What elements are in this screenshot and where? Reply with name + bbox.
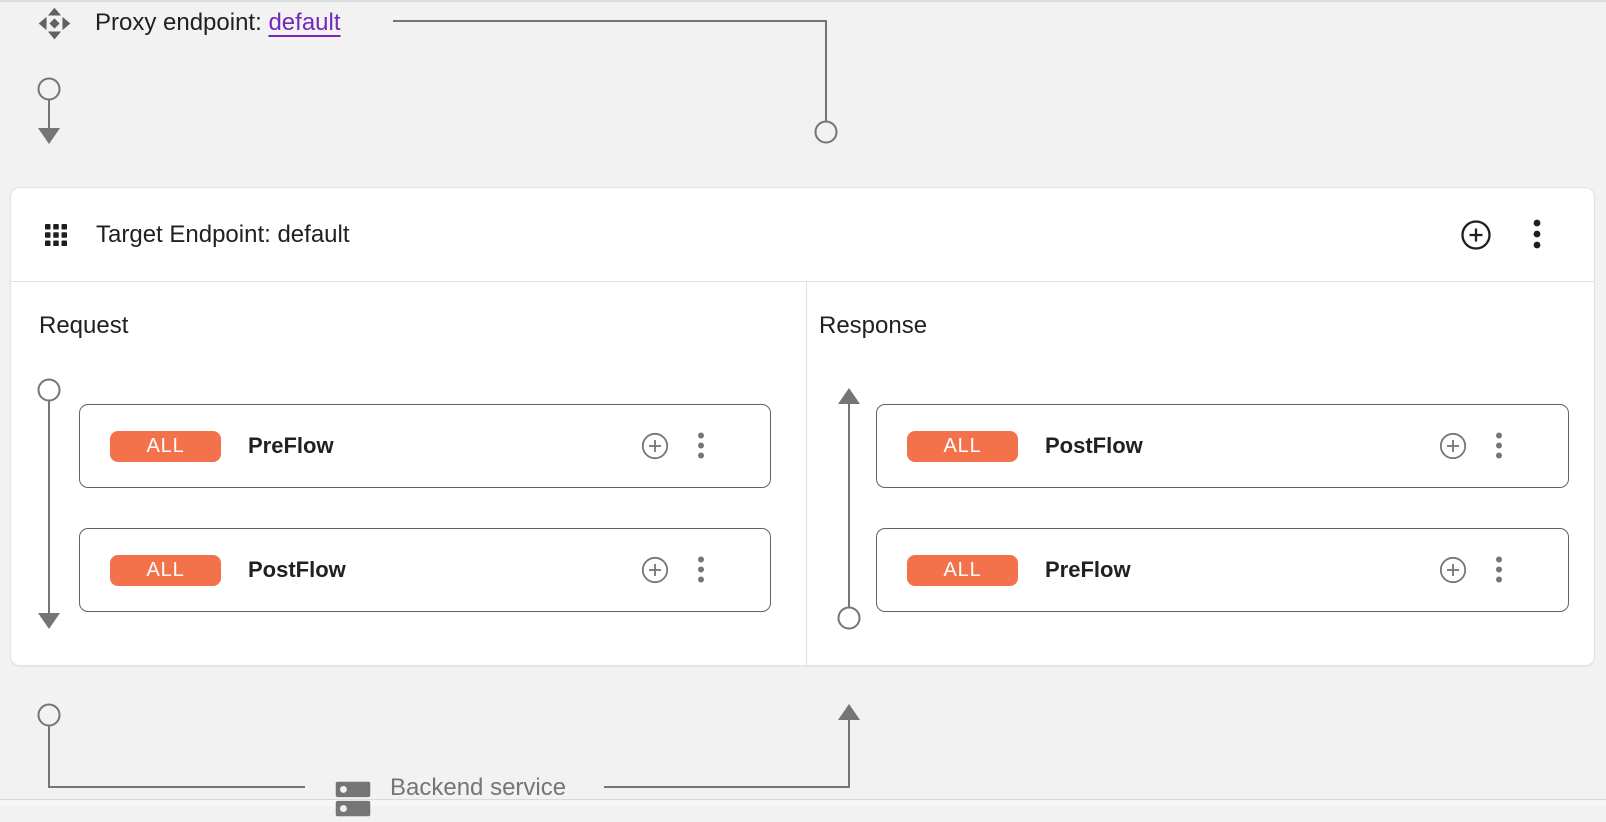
response-label: Response [819, 312, 928, 339]
flow-name: PreFlow [1045, 557, 1131, 582]
flow-card-request-postflow[interactable]: ALL PostFlow [79, 528, 771, 612]
canvas-bottom-border [0, 799, 1606, 800]
condition-badge: ALL [907, 430, 1018, 462]
kebab-menu-icon [1496, 432, 1502, 459]
target-endpoint-header: Target Endpoint: default [11, 188, 1594, 282]
condition-badge: ALL [110, 430, 221, 462]
column-divider [806, 282, 807, 667]
flow-start-circle [37, 77, 61, 101]
plus-circle-icon [1439, 432, 1467, 460]
condition-badge: ALL [110, 554, 221, 586]
backend-service-label: Backend service [390, 774, 567, 801]
add-policy-to-flow-button[interactable] [1438, 431, 1468, 461]
backend-service-icon [335, 781, 371, 817]
flow-more-options-button[interactable] [1490, 555, 1508, 585]
kebab-menu-icon [698, 556, 704, 583]
flow-card-request-preflow[interactable]: ALL PreFlow [79, 404, 771, 488]
canvas-bottom-strip [0, 800, 1606, 806]
flow-start-circle [37, 703, 61, 727]
condition-badge: ALL [907, 554, 1018, 586]
request-label: Request [39, 312, 129, 339]
target-to-backend-connector [37, 703, 305, 788]
proxy-rail [37, 77, 61, 144]
flow-card-response-postflow[interactable]: ALL PostFlow [876, 404, 1569, 488]
add-policy-to-flow-button[interactable] [640, 555, 670, 585]
canvas-top-border [0, 0, 1606, 2]
proxy-endpoint-label-text: Proxy endpoint: [95, 9, 262, 36]
grid-icon [45, 223, 67, 246]
flow-more-options-button[interactable] [692, 431, 710, 461]
flow-card-response-preflow[interactable]: ALL PreFlow [876, 528, 1569, 612]
plus-circle-icon [1461, 219, 1491, 250]
flow-more-options-button[interactable] [692, 555, 710, 585]
flow-name: PostFlow [1045, 433, 1143, 458]
plus-circle-icon [641, 556, 669, 584]
proxy-to-target-connector [393, 20, 838, 144]
up-arrowhead [838, 704, 860, 720]
more-options-button[interactable] [1524, 217, 1550, 253]
kebab-menu-icon [1533, 219, 1541, 248]
add-policy-to-flow-button[interactable] [1438, 555, 1468, 585]
add-policy-to-flow-button[interactable] [640, 431, 670, 461]
flow-more-options-button[interactable] [1490, 431, 1508, 461]
flow-name: PreFlow [248, 433, 334, 458]
down-arrowhead [38, 128, 60, 144]
flow-end-circle [814, 120, 838, 144]
add-policy-button[interactable] [1458, 217, 1494, 253]
proxy-endpoint-link[interactable]: default [268, 9, 341, 36]
backend-to-response-connector [604, 704, 860, 788]
flow-name: PostFlow [248, 557, 346, 582]
kebab-menu-icon [698, 432, 704, 459]
target-endpoint-panel: Target Endpoint: default Request ALL [10, 187, 1595, 667]
target-endpoint-title: Target Endpoint: default [96, 220, 350, 248]
plus-circle-icon [641, 432, 669, 460]
proxy-endpoint-label: Proxy endpoint: default [95, 6, 341, 40]
proxy-endpoint-node: Proxy endpoint: default [38, 6, 341, 40]
backend-service-node: Backend service [330, 774, 566, 822]
proxy-endpoint-icon [38, 7, 71, 39]
kebab-menu-icon [1496, 556, 1502, 583]
plus-circle-icon [1439, 556, 1467, 584]
